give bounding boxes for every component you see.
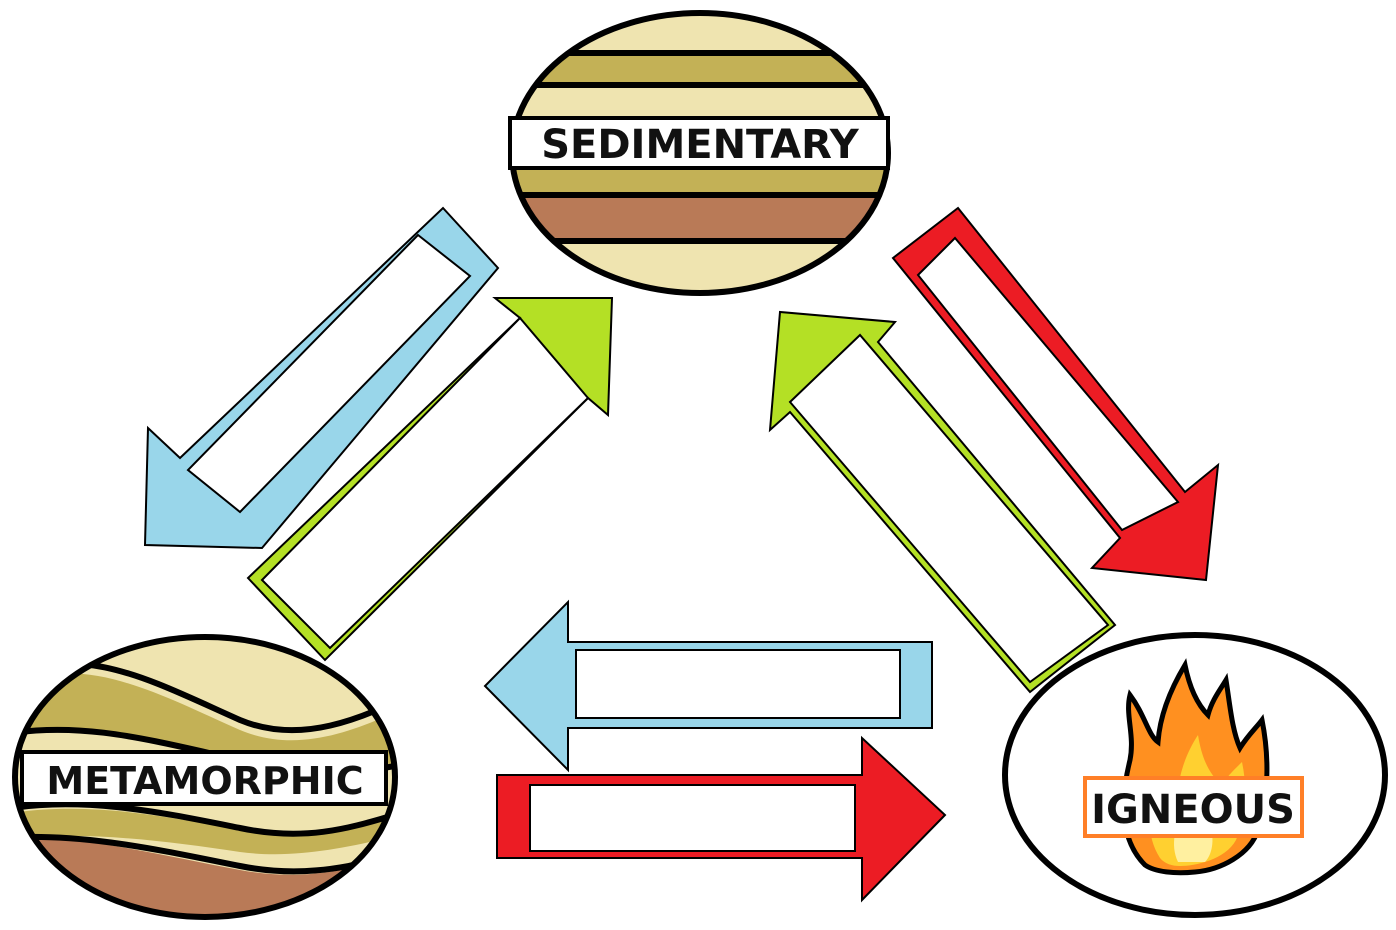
arrow-label-box-sed-to-ign[interactable] (916, 236, 1180, 532)
arrow-igneous-to-metamorphic (483, 599, 933, 773)
arrow-label-box-ign-to-met[interactable] (575, 649, 901, 719)
metamorphic-label-box (20, 750, 388, 806)
metamorphic-node: METAMORPHIC (12, 634, 398, 920)
arrow-label-box-met-to-sed[interactable] (260, 316, 590, 650)
igneous-label-box (1083, 776, 1304, 838)
arrow-metamorphic-to-sedimentary (246, 297, 614, 662)
sedimentary-label: SEDIMENTARY (541, 122, 860, 168)
arrow-sedimentary-to-igneous (891, 206, 1220, 582)
arrow-label-box-met-to-ign[interactable] (529, 784, 856, 852)
arrow-label-box-sed-to-met[interactable] (186, 233, 472, 514)
arrow-sedimentary-to-metamorphic (143, 206, 500, 550)
igneous-label: IGNEOUS (1091, 787, 1295, 833)
sedimentary-label-box (508, 116, 890, 170)
metamorphic-label: METAMORPHIC (46, 759, 363, 803)
arrow-label-box-ign-to-sed[interactable] (788, 333, 1110, 684)
igneous-node: IGNEOUS (1002, 632, 1388, 918)
arrow-metamorphic-to-igneous (496, 735, 947, 903)
arrow-igneous-to-sedimentary (768, 310, 1117, 694)
sedimentary-node: SEDIMENTARY (508, 10, 891, 296)
